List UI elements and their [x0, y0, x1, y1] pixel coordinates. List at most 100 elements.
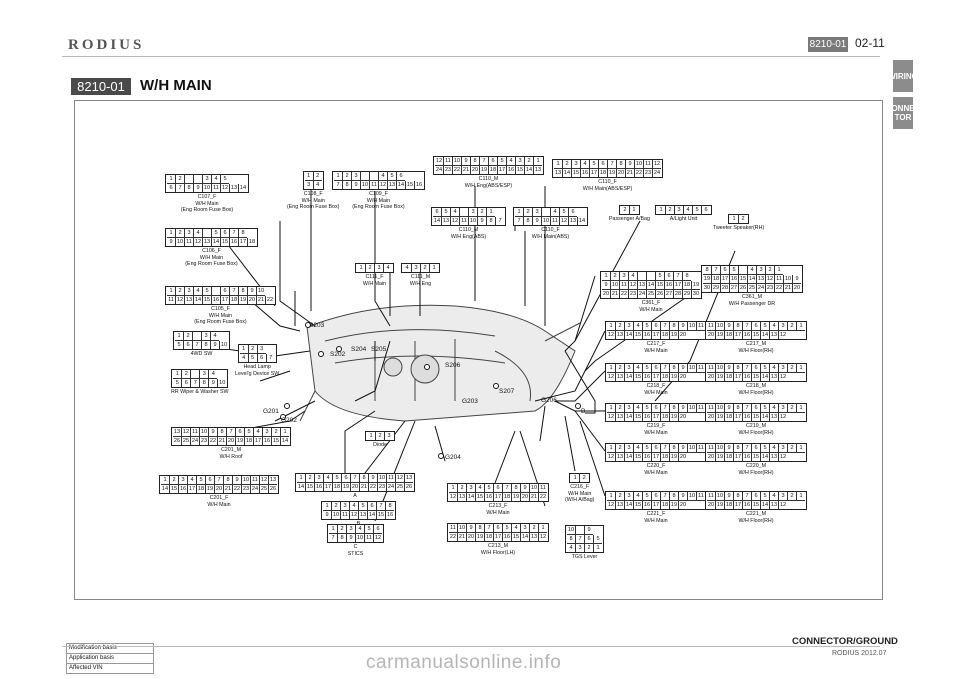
connector-pin: 3 [347, 525, 356, 534]
connector-pin: 10 [688, 492, 697, 501]
connector-pin: 5 [197, 476, 206, 485]
connector-pin: 2 [176, 287, 185, 296]
connector-pin: 7 [334, 181, 343, 189]
connector-pin: 4 [770, 404, 779, 413]
connector-pin: 19 [608, 169, 617, 177]
connector-pin: 18 [248, 239, 256, 245]
connector-pin: 17 [324, 483, 333, 491]
connector-pin: 13 [359, 511, 368, 519]
connector-pin: 5 [590, 160, 599, 169]
connector-pin: 13 [534, 167, 542, 173]
connector-pin: 11 [251, 476, 260, 485]
connector-pin: 6 [652, 444, 661, 453]
connector-pin: 6 [665, 272, 674, 281]
connector-pin: 10 [378, 474, 387, 483]
connector-pin: 21 [530, 493, 539, 501]
connector-pin: 14 [647, 281, 656, 290]
connector-pin [739, 266, 748, 275]
ground-g204: G204 [445, 454, 461, 461]
connector-pin: 9 [478, 217, 487, 225]
connector-pin: 7 [674, 272, 683, 281]
connector-pin: 18 [489, 166, 498, 174]
connector-pin: 10 [203, 184, 212, 192]
connector-pin: 4 [451, 208, 460, 217]
footer-divider [62, 646, 880, 647]
side-tab-wiring[interactable]: WIRING [888, 60, 918, 92]
connector-pin: 2 [611, 272, 620, 281]
connector-pin: 9 [209, 379, 219, 387]
connector-pin: 8 [734, 444, 743, 453]
connector-pin: 17 [221, 296, 230, 304]
connector-pin: 10 [688, 404, 697, 413]
connector-pin: 6 [342, 474, 351, 483]
connector-pin [638, 272, 647, 281]
connector-pin: 15 [512, 533, 521, 541]
connector-pin: 12 [607, 501, 616, 509]
connector-pin: 3 [521, 524, 530, 533]
connector-pin: 24 [251, 485, 260, 493]
connector-pin: 2 [524, 208, 533, 217]
connector-pin: 17 [652, 413, 661, 421]
connector-pin: 15 [656, 281, 665, 290]
connector-pin: 9 [793, 275, 801, 284]
connector-pin: 16 [743, 413, 752, 421]
connector-pin: 24 [191, 437, 200, 445]
connector-pin: 3 [779, 404, 788, 413]
connector-pin: 12 [766, 275, 775, 284]
connector-pin: 9 [725, 492, 734, 501]
connector-pin: 17 [494, 493, 503, 501]
side-tab-connector[interactable]: CONNEC TOR [886, 97, 920, 129]
connector-pin: 29 [683, 290, 692, 298]
connector-pin: 1 [432, 265, 436, 271]
connector-pin: 13 [616, 501, 625, 509]
connector-pin: 12 [221, 184, 230, 192]
connector-pin: 18 [725, 413, 734, 421]
connector-pin: 28 [674, 290, 683, 298]
connector-pin: 10 [219, 380, 226, 386]
connector-pin: 7 [661, 322, 670, 331]
connector-pin: 10 [242, 476, 251, 485]
connector-pin: 1 [632, 207, 636, 213]
connector-pin: 25 [396, 483, 405, 491]
connector-pin: 13 [269, 477, 277, 485]
connector-pin: 6 [167, 184, 176, 192]
connector-pin: 7 [269, 355, 273, 361]
connector-pin: 12 [350, 511, 359, 519]
connector-pin: 2 [616, 364, 625, 373]
connector-pin: 15 [752, 501, 761, 509]
side-tab-wiring-label: WIRING [888, 71, 918, 81]
connector-pin: 27 [665, 290, 674, 298]
connector-label: Tweeter Speaker(RH) [713, 225, 765, 231]
connector-pin: 4 [770, 322, 779, 331]
connector-pin: 5 [643, 322, 652, 331]
connector-pin: 1 [281, 428, 289, 437]
connector-pin: 5 [212, 229, 221, 238]
connector-pin: 8 [617, 160, 626, 169]
connector-pin: 8 [487, 217, 496, 225]
connector-pin: 12 [560, 217, 569, 225]
connector-pin: 6 [489, 157, 498, 166]
connector-pin: 10 [716, 364, 725, 373]
connector-pin: 7 [193, 341, 202, 349]
connector-pin: 8 [670, 492, 679, 501]
connector-pin: 30 [692, 291, 700, 297]
connector-pin: 6 [752, 364, 761, 373]
